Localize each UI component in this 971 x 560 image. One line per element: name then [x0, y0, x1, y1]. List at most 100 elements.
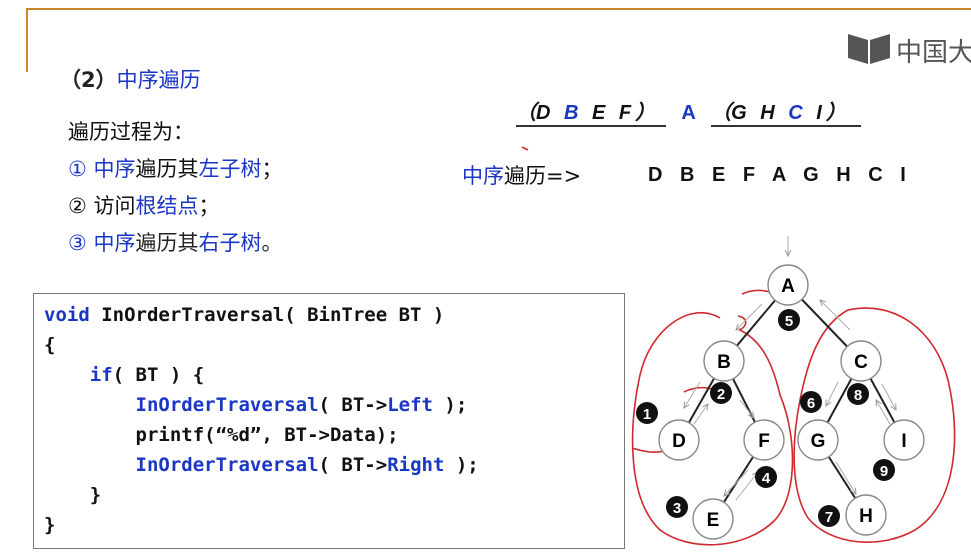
code-keyword: Right: [387, 454, 445, 476]
step-2-part: 根结点: [135, 194, 199, 218]
slide-left-border: [26, 8, 28, 72]
code-line: );: [432, 394, 468, 416]
badge-label: 7: [825, 509, 833, 526]
traversal-arrows: [684, 236, 896, 501]
code-line: ( BT->: [318, 394, 388, 416]
code-keyword: InOrderTraversal: [135, 454, 319, 476]
badge-label: 2: [717, 386, 725, 403]
right-subtree-group: （G H C I）: [711, 96, 862, 127]
step-3-part: 右子树: [198, 231, 262, 255]
node-label: F: [758, 431, 770, 452]
section-number: （2）: [60, 68, 117, 92]
step-1: ① 中序遍历其左子树；: [68, 151, 283, 188]
order-badge-2: 2: [710, 382, 732, 404]
group-letters: E F: [582, 102, 636, 124]
paren: （: [516, 102, 536, 124]
badge-label: 3: [673, 500, 681, 517]
order-badge-4: 4: [755, 466, 777, 488]
node-label: A: [781, 276, 795, 297]
step-3-part: 遍历其: [135, 231, 199, 255]
code-keyword: void: [44, 304, 90, 326]
left-subtree-outline: [631, 312, 794, 546]
step-2: ② 访问根结点；: [68, 188, 283, 225]
node-f: F: [743, 419, 785, 461]
group-letters: C: [788, 102, 807, 124]
paren: ）: [635, 102, 656, 124]
order-badge-6: 6: [800, 391, 822, 413]
paren: ）: [825, 102, 846, 124]
code-line: {: [44, 334, 56, 356]
section-heading: （2）中序遍历: [60, 64, 201, 94]
step-1-part: ① 中序: [68, 157, 136, 181]
code-text: void InOrderTraversal( BinTree BT ) { if…: [44, 300, 479, 540]
code-line: );: [444, 454, 479, 476]
badge-label: 5: [785, 313, 793, 330]
node-label: E: [707, 510, 720, 531]
group-letters: D: [536, 102, 564, 124]
group-letters: I: [806, 102, 826, 124]
node-c: C: [840, 340, 882, 382]
node-e: E: [692, 498, 734, 540]
code-line: printf(“%d”, BT->Data);: [44, 424, 399, 446]
order-badge-3: 3: [666, 496, 688, 518]
result-label-part: 中序: [462, 164, 504, 188]
step-2-part: ② 访问: [68, 194, 136, 218]
order-badge-1: 1: [636, 402, 658, 424]
code-line: ( BT->: [318, 454, 388, 476]
left-subtree-group: （D B E F）: [516, 96, 666, 127]
node-d: D: [658, 419, 700, 461]
node-label: C: [854, 352, 868, 373]
inorder-result-label: 中序遍历=>: [462, 160, 581, 190]
node-b: B: [703, 340, 745, 382]
order-badge-9: 9: [873, 459, 895, 481]
paren: （: [711, 102, 732, 124]
root-letter: A: [681, 102, 696, 124]
node-i: I: [883, 419, 925, 461]
code-line: InOrderTraversal( BinTree BT ): [89, 304, 445, 326]
code-line: ( BT ) {: [112, 364, 205, 386]
inorder-result-sequence: D B E F A G H C I: [648, 164, 912, 186]
book-icon: [848, 34, 890, 64]
code-keyword: Left: [387, 394, 433, 416]
steps-intro: 遍历过程为：: [68, 120, 194, 144]
grouping-expression: （D B E F） A （G H C I）: [516, 96, 862, 127]
code-line: }: [44, 514, 56, 536]
step-3-part: ③ 中序: [68, 231, 136, 255]
step-2-part: ；: [198, 194, 220, 218]
group-letters: B: [564, 102, 583, 124]
right-subtree-outline: [793, 307, 956, 543]
badge-label: 6: [807, 395, 815, 412]
node-label: G: [811, 431, 826, 452]
badge-label: 9: [880, 463, 888, 480]
code-keyword: if: [89, 364, 113, 386]
group-letters: G H: [731, 102, 789, 124]
badge-label: 1: [643, 406, 651, 423]
annotation-mark: [521, 146, 529, 151]
badge-label: 4: [762, 470, 771, 487]
step-1-part: 遍历其: [135, 157, 199, 181]
node-label: I: [901, 431, 906, 452]
step-1-part: 左子树: [198, 157, 262, 181]
slide-top-border: [26, 8, 971, 10]
node-h: H: [845, 494, 887, 536]
code-block: void InOrderTraversal( BinTree BT ) { if…: [33, 293, 625, 549]
node-label: D: [672, 431, 686, 452]
code-line: }: [44, 484, 102, 506]
order-badge-8: 8: [847, 383, 869, 405]
step-3-part: 。: [261, 231, 283, 255]
node-label: H: [859, 506, 873, 527]
step-1-part: ；: [261, 157, 283, 181]
step-3: ③ 中序遍历其右子树。: [68, 225, 283, 262]
traversal-steps: 遍历过程为： ① 中序遍历其左子树； ② 访问根结点； ③ 中序遍历其右子树。: [68, 114, 283, 262]
node-g: G: [797, 419, 839, 461]
result-label-part: 遍历=>: [504, 164, 582, 188]
mooc-logo: 中国大: [846, 28, 971, 68]
node-label: B: [717, 352, 731, 373]
order-badge-5: 5: [778, 309, 800, 331]
badge-label: 8: [854, 387, 862, 404]
code-keyword: InOrderTraversal: [135, 394, 319, 416]
logo-text: 中国大: [896, 38, 971, 68]
node-a: A: [767, 264, 809, 306]
order-badge-7: 7: [818, 505, 840, 527]
